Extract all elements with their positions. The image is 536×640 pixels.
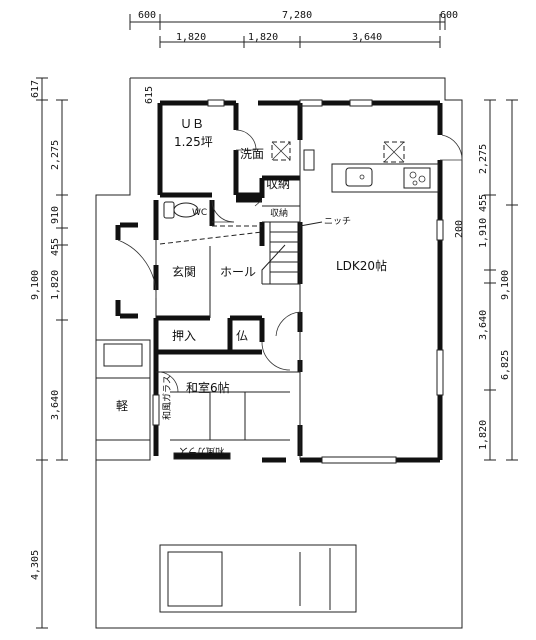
dim-right-1910: 1,910 (478, 218, 489, 248)
label-oshiire: 押入 (172, 329, 196, 343)
dim-left-4305: 4,305 (30, 550, 41, 580)
room-labels: ＵＢ 1.25坪 洗面 収納 収納 WC ニッチ 玄関 ホール LDK20帖 押… (116, 117, 387, 456)
dim-615: 615 (144, 86, 155, 104)
dimension-lines (36, 14, 518, 629)
dim-left-455: 455 (50, 238, 61, 256)
shelf-icon (254, 199, 300, 207)
dim-left-1820: 1,820 (50, 270, 61, 300)
label-ldk: LDK20帖 (336, 258, 387, 273)
kitchen-counter-icon (331, 163, 439, 193)
dim-left-2275: 2,275 (50, 140, 61, 170)
dimension-labels: 600 7,280 600 1,820 1,820 3,640 617 2,27… (30, 10, 511, 580)
dim-right-3640: 3,640 (478, 310, 489, 340)
vent-icon-kitchen (383, 141, 405, 163)
site-boundary (95, 77, 463, 629)
label-niche: ニッチ (324, 216, 351, 227)
dim-left-9100: 9,100 (30, 270, 41, 300)
dim-left-617: 617 (30, 80, 41, 98)
label-ub: ＵＢ (180, 117, 204, 131)
car-large (159, 544, 357, 613)
fixtures (163, 141, 439, 227)
dim-right-455: 455 (478, 194, 489, 212)
door-swings (117, 129, 463, 393)
car-small (95, 339, 151, 461)
label-shuno-2: 収納 (270, 207, 288, 219)
label-butsu: 仏 (236, 329, 248, 343)
label-wafu-glass-horizontal: 和風ガラス (179, 445, 224, 456)
label-wafu-glass-vertical: 和風ガラス (162, 375, 173, 420)
windows (152, 99, 444, 464)
label-hall: ホール (220, 265, 256, 279)
label-washitsu: 和室6帖 (186, 380, 230, 395)
dim-top-3640: 3,640 (352, 32, 382, 43)
label-genkan: 玄関 (172, 264, 196, 279)
label-kei: 軽 (116, 399, 128, 413)
interior-lines (155, 140, 301, 460)
label-wc: WC (192, 208, 207, 218)
dim-left-3640: 3,640 (50, 390, 61, 420)
label-ub-size: 1.25坪 (174, 135, 213, 149)
toilet-icon (163, 201, 199, 219)
dim-top-7280: 7,280 (282, 10, 312, 21)
dim-right-1820: 1,820 (478, 420, 489, 450)
dim-top-1820-a: 1,820 (176, 32, 206, 43)
dim-200: 200 (454, 220, 465, 238)
dim-right-9100: 9,100 (500, 270, 511, 300)
vent-icon (271, 141, 291, 161)
dim-top-1820-b: 1,820 (248, 32, 278, 43)
dim-top-600-left: 600 (138, 10, 156, 21)
dim-right-6825: 6,825 (500, 350, 511, 380)
dim-left-910: 910 (50, 206, 61, 224)
dim-right-2275: 2,275 (478, 144, 489, 174)
washbasin-icon (303, 149, 315, 171)
dim-top-600-right: 600 (440, 10, 458, 21)
label-senmen: 洗面 (240, 147, 264, 161)
staircase (261, 221, 300, 285)
label-shuno-1: 収納 (266, 177, 290, 191)
